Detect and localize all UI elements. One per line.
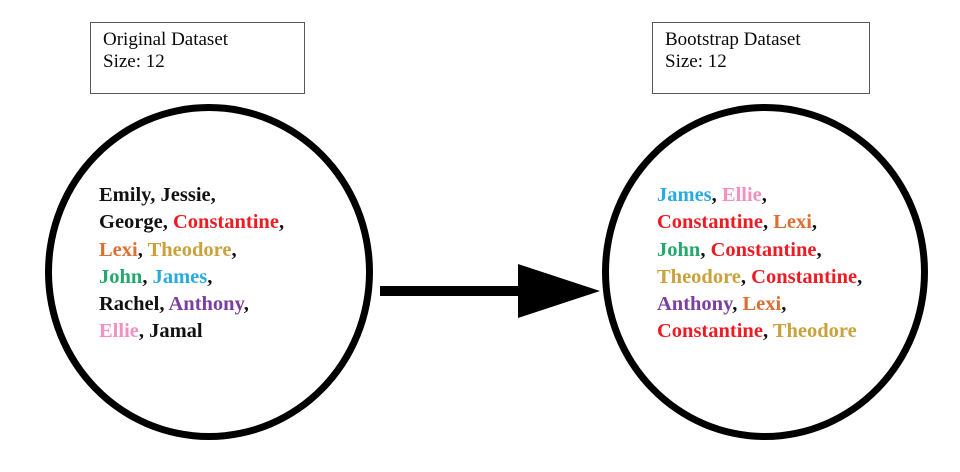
name-token: Constantine (710, 238, 817, 261)
name-separator: , (159, 293, 169, 316)
name-separator: , (137, 238, 148, 261)
name-line: Anthony, Lexi, (657, 291, 862, 318)
name-separator: , (781, 293, 787, 316)
bootstrap-dataset-caption-box: Bootstrap Dataset Size: 12 (652, 22, 870, 94)
name-line: Rachel, Anthony, (99, 291, 284, 318)
name-token: John (99, 265, 143, 288)
name-line: Ellie, Jamal (99, 318, 284, 345)
name-token: Constantine (657, 211, 763, 234)
name-separator: , (162, 211, 173, 234)
name-separator: , (243, 293, 249, 316)
name-token: James (152, 265, 208, 288)
name-token: Lexi (773, 211, 812, 234)
right-arrow-icon (380, 264, 600, 318)
name-token: Rachel (99, 293, 160, 316)
name-token: Theodore (772, 320, 857, 343)
name-separator: , (761, 184, 767, 206)
bootstrap-dataset-title: Bootstrap Dataset (665, 29, 801, 50)
name-separator: , (700, 238, 711, 261)
name-separator: , (762, 320, 773, 343)
name-separator: , (231, 238, 237, 261)
bootstrap-dataset-size: Size: 12 (665, 51, 727, 73)
name-separator: , (816, 238, 822, 261)
name-line: Theodore, Constantine, (657, 264, 862, 291)
name-separator: , (138, 320, 150, 343)
bootstrap-dataset-circle (602, 104, 928, 440)
name-token: Jamal (149, 320, 203, 343)
name-token: Theodore (657, 265, 741, 288)
name-token: George (99, 211, 163, 234)
original-dataset-name-list: Emily, Jessie,George, Constantine,Lexi, … (99, 182, 284, 346)
name-separator: , (732, 293, 743, 316)
name-line: James, Ellie, (657, 182, 862, 209)
name-separator: , (207, 265, 213, 288)
name-line: John, Constantine, (657, 237, 862, 264)
name-token: Ellie (721, 184, 762, 206)
name-separator: , (210, 184, 216, 206)
name-token: Jessie (160, 184, 211, 206)
name-separator: , (142, 265, 153, 288)
name-token: Lexi (742, 293, 782, 316)
name-separator: , (740, 265, 752, 288)
name-token: Anthony (657, 293, 733, 316)
original-dataset-circle (45, 104, 373, 440)
name-separator: , (711, 184, 722, 206)
original-dataset-caption-box: Original Dataset Size: 12 (90, 22, 305, 94)
name-line: George, Constantine, (99, 209, 284, 236)
name-token: Constantine (751, 265, 858, 288)
name-separator: , (811, 211, 818, 234)
name-line: Constantine, Theodore (657, 318, 862, 345)
name-separator: , (150, 184, 161, 206)
name-token: Constantine (657, 320, 763, 343)
name-token: Anthony (168, 293, 244, 316)
name-token: Emily (99, 184, 151, 206)
name-separator: , (857, 265, 863, 288)
name-line: Constantine, Lexi, (657, 209, 862, 236)
name-line: Lexi, Theodore, (99, 237, 284, 264)
name-line: John, James, (99, 264, 284, 291)
name-token: Ellie (99, 320, 139, 343)
bootstrap-dataset-name-list: James, Ellie,Constantine, Lexi,John, Con… (657, 182, 862, 346)
name-token: Theodore (147, 238, 232, 261)
original-dataset-size: Size: 12 (103, 51, 165, 73)
original-dataset-title: Original Dataset (103, 29, 229, 50)
name-token: Lexi (99, 238, 138, 261)
name-token: Constantine (173, 211, 279, 234)
name-token: John (657, 238, 701, 261)
name-line: Emily, Jessie, (99, 182, 284, 209)
name-separator: , (278, 211, 285, 234)
name-separator: , (762, 211, 774, 234)
name-token: James (657, 184, 712, 206)
